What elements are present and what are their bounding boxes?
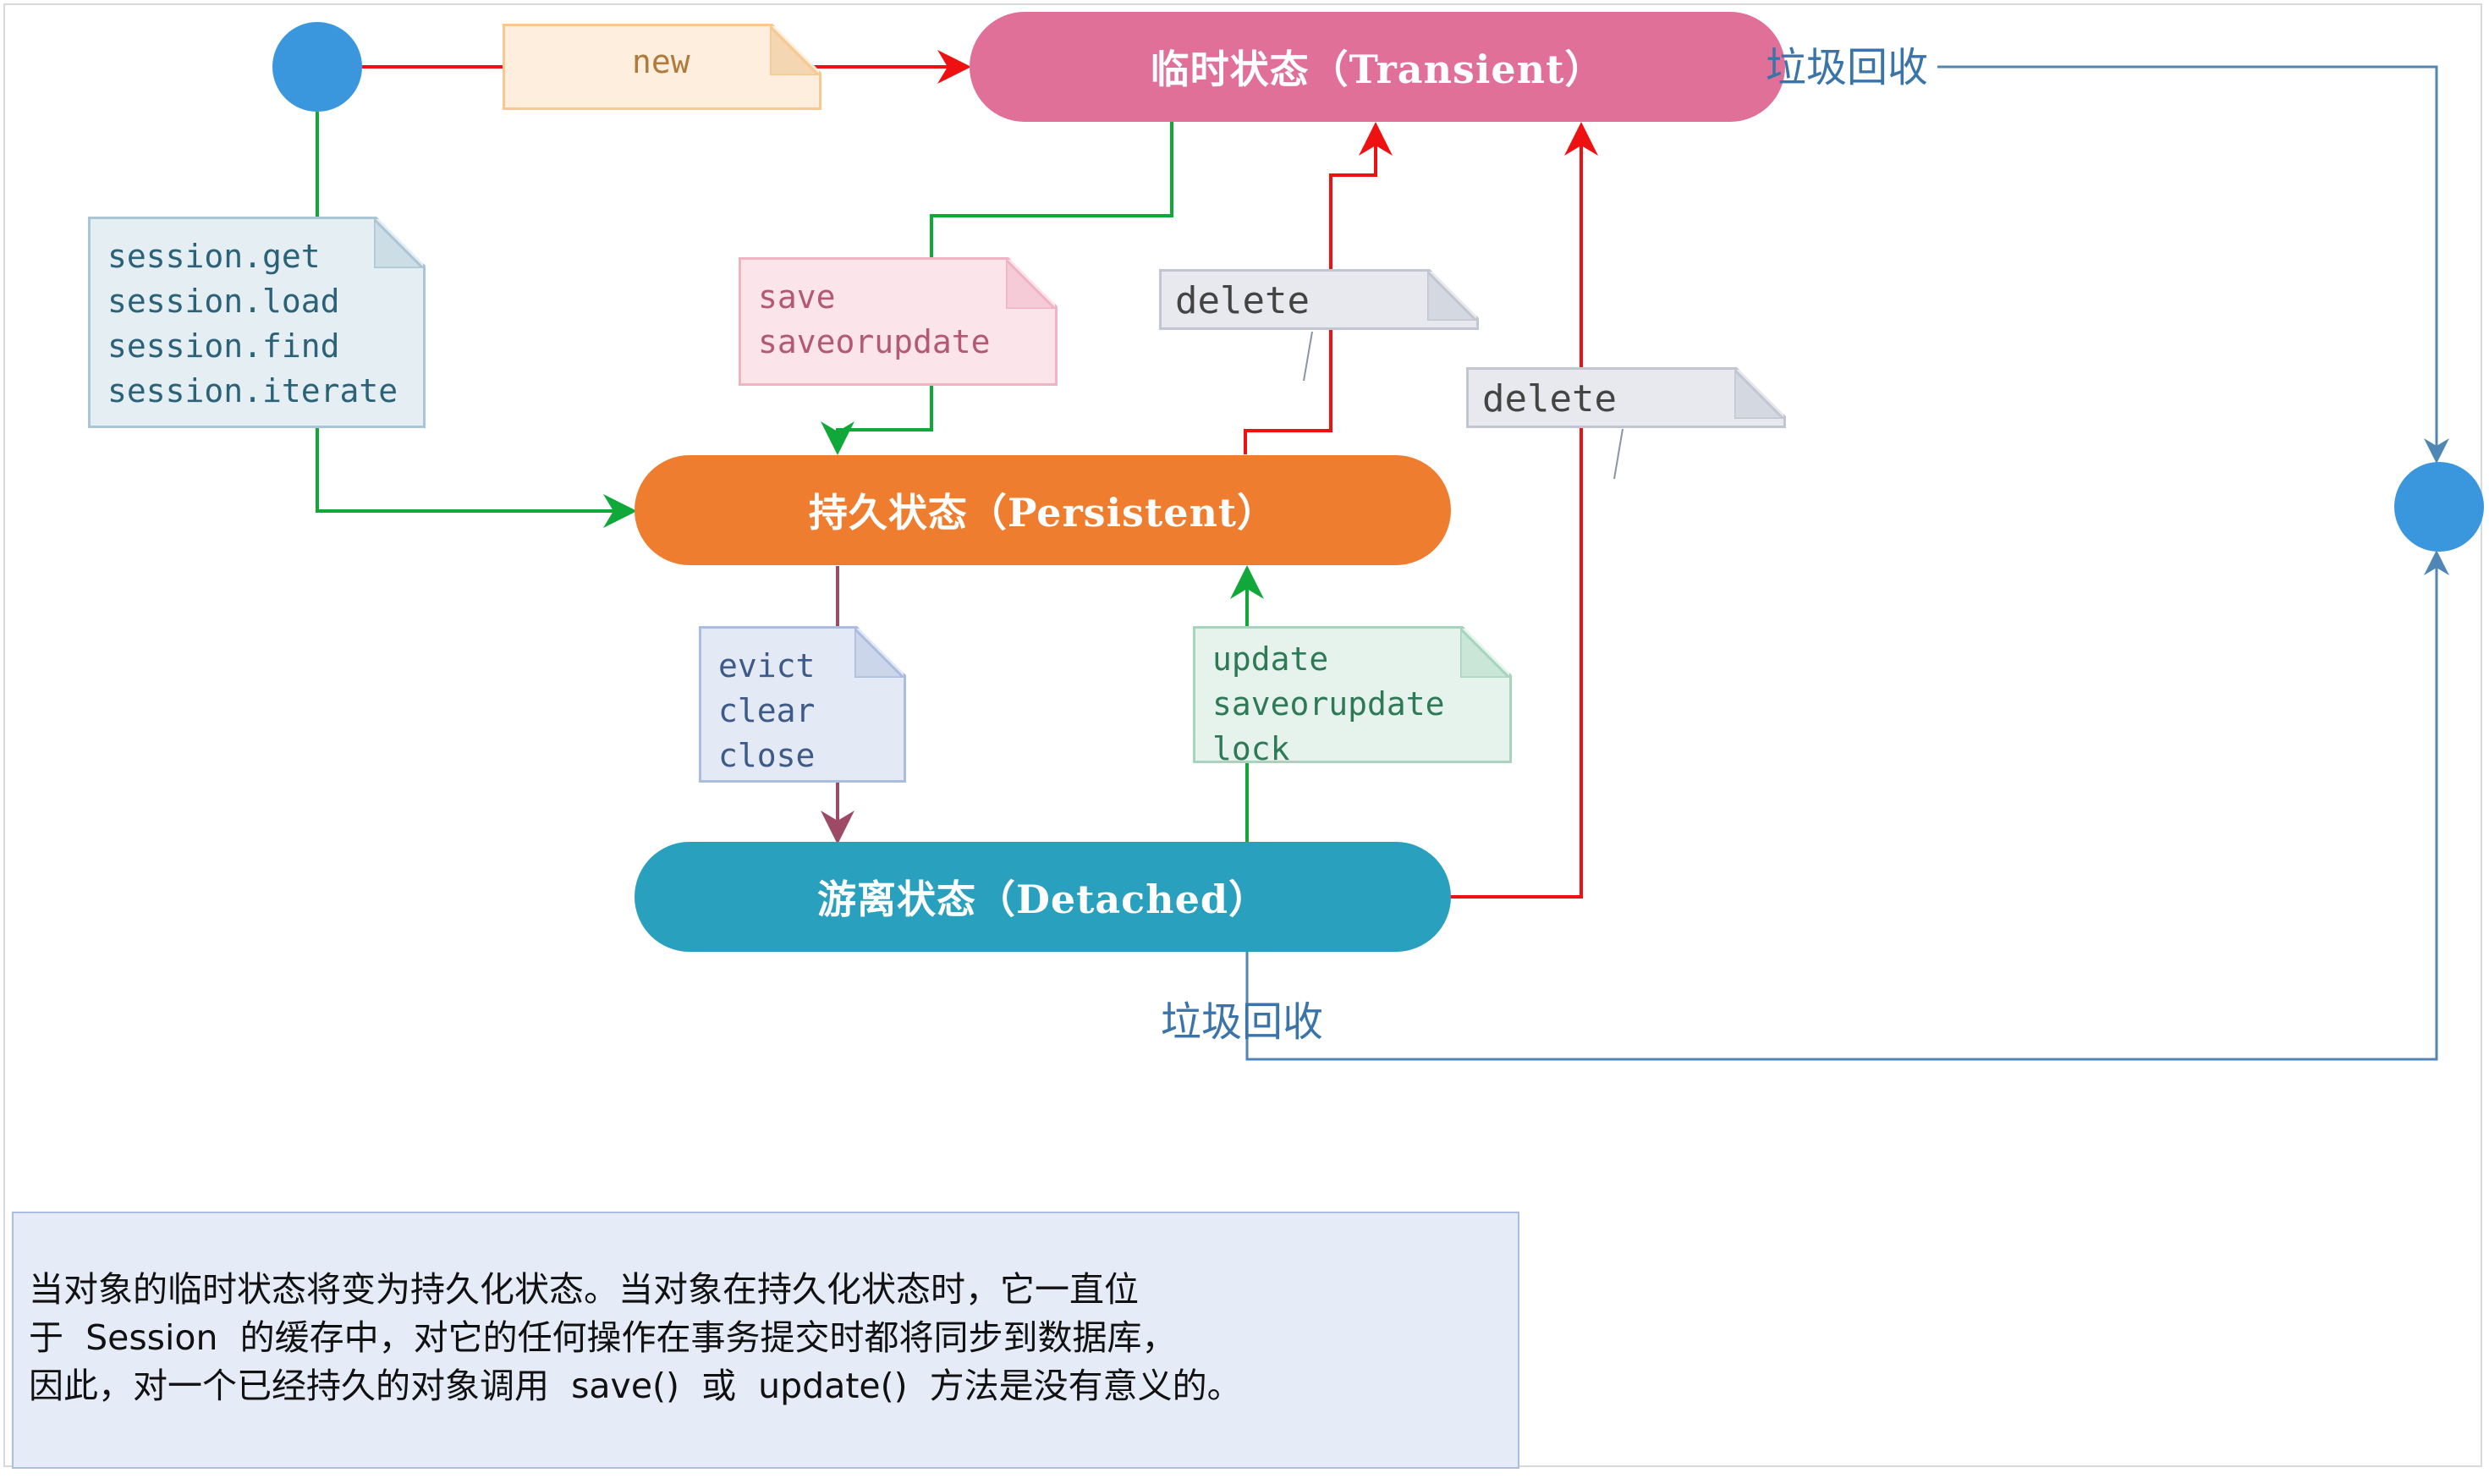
note-line: session.find bbox=[107, 327, 340, 365]
note-line: delete bbox=[1482, 377, 1617, 420]
evict-note: evict clear close bbox=[699, 626, 906, 783]
gc-transient-line bbox=[1937, 65, 2449, 464]
note-line: saveorupdate bbox=[758, 323, 991, 360]
transient-state: 临时状态（Transient） bbox=[970, 12, 1785, 122]
end-node bbox=[2394, 462, 2484, 552]
save-note: save saveorupdate bbox=[739, 257, 1058, 386]
description-box: 当对象的临时状态将变为持久化状态。当对象在持久化状态时，它一直位 于 Sessi… bbox=[12, 1212, 1519, 1469]
load-note: session.get session.load session.find se… bbox=[88, 217, 426, 428]
description-line: 当对象的临时状态将变为持久化状态。当对象在持久化状态时，它一直位 bbox=[29, 1269, 1139, 1310]
note-line: session.get bbox=[107, 238, 321, 275]
note-line: session.load bbox=[107, 283, 340, 320]
gc-detached-label: 垃圾回收 bbox=[1161, 998, 1324, 1046]
note-line: session.iterate bbox=[107, 372, 398, 409]
gc-detached-line bbox=[1245, 550, 2449, 1061]
note-line: clear bbox=[718, 692, 816, 729]
note-line: save bbox=[758, 278, 836, 316]
delete-note-pointer-2 bbox=[1613, 428, 1624, 480]
detached-state: 游离状态（Detached） bbox=[635, 842, 1451, 952]
note-line: new bbox=[632, 43, 690, 80]
note-line: lock bbox=[1212, 730, 1290, 767]
description-line: 于 Session 的缓存中，对它的任何操作在事务提交时都将同步到数据库， bbox=[29, 1317, 1177, 1358]
note-line: update bbox=[1212, 640, 1329, 678]
description-line: 因此，对一个已经持久的对象调用 save() 或 update() 方法是没有意… bbox=[29, 1366, 1242, 1406]
delete-detached-arrow bbox=[1450, 122, 1598, 899]
persistent-state: 持久状态（Persistent） bbox=[635, 455, 1451, 565]
delete-note-pointer bbox=[1303, 331, 1313, 382]
note-line: close bbox=[718, 737, 816, 774]
note-line: delete bbox=[1175, 279, 1310, 322]
new-note: new bbox=[503, 24, 821, 110]
note-line: saveorupdate bbox=[1212, 685, 1445, 723]
start-node bbox=[272, 22, 362, 112]
delete-detached-note: delete bbox=[1466, 367, 1786, 428]
update-note: update saveorupdate lock bbox=[1193, 626, 1512, 763]
note-line: evict bbox=[718, 647, 816, 684]
gc-transient-label: 垃圾回收 bbox=[1766, 44, 1929, 91]
delete-persistent-note: delete bbox=[1159, 269, 1479, 330]
